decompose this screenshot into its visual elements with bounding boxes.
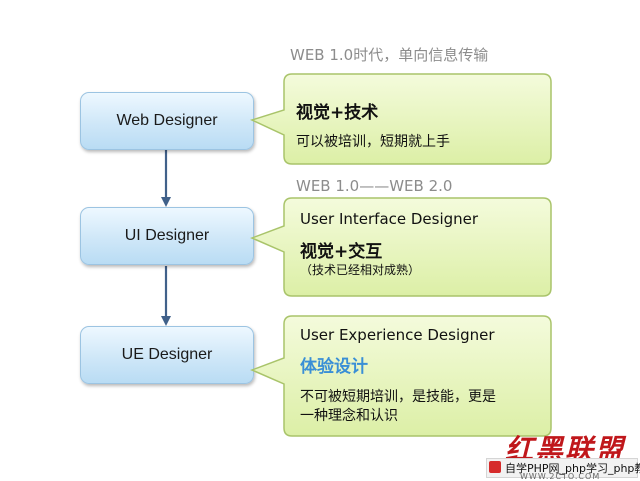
watermark-bar-text: 自学PHP网_php学习_php教 (505, 462, 640, 475)
role-label: UI Designer (124, 227, 210, 244)
watermark-bar (486, 458, 638, 478)
callout-web-designer (249, 73, 552, 165)
callout-ui-designer (250, 197, 552, 297)
callout-subtitle: User Experience Designer (300, 326, 495, 344)
callout-description: 可以被培训，短期就上手 (296, 134, 450, 150)
callout-title: 视觉+技术 (296, 103, 379, 123)
callout-title: 体验设计 (300, 357, 368, 377)
callout-subtitle: User Interface Designer (300, 210, 479, 228)
role-label: UE Designer (121, 346, 213, 363)
role-box-ue-designer: UE Designer (80, 326, 254, 384)
callout-description-line1: 不可被短期培训，是技能，更是 (300, 389, 496, 405)
role-box-web-designer: Web Designer (80, 92, 254, 150)
role-box-ui-designer: UI Designer (80, 207, 254, 265)
role-label: Web Designer (116, 112, 218, 129)
callout-description-line2: 一种理念和认识 (300, 408, 398, 424)
watermark-logo-icon (489, 461, 501, 473)
watermark-url: WWW.2CTO.COM (520, 472, 601, 481)
callout-description: （技术已经相对成熟） (300, 263, 421, 277)
era-label-web1-web2: WEB 1.0——WEB 2.0 (296, 177, 453, 195)
callout-ue-designer (250, 315, 552, 437)
era-label-web1: WEB 1.0时代，单向信息传输 (290, 46, 489, 64)
callout-title: 视觉+交互 (300, 242, 383, 262)
